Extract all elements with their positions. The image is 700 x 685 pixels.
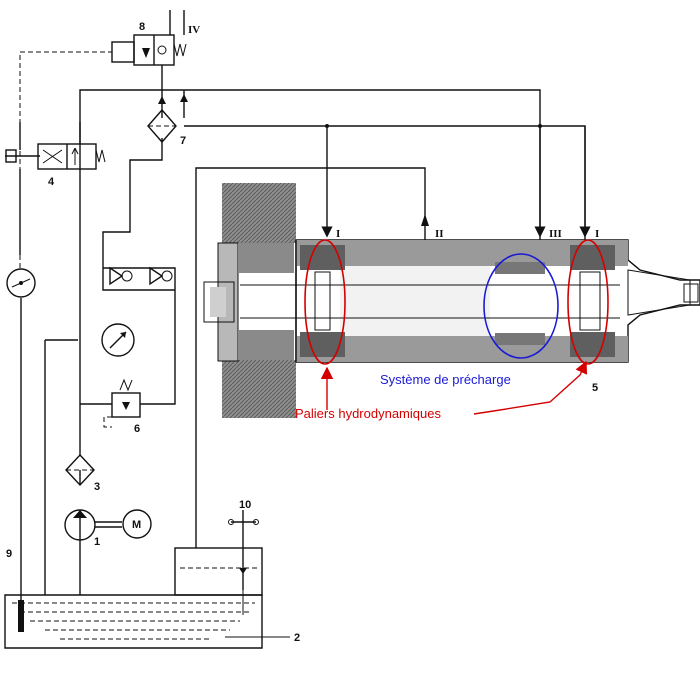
motor-label: M bbox=[132, 519, 141, 531]
oil-tank bbox=[4, 594, 290, 649]
roman-i-right: I bbox=[595, 228, 599, 240]
label-3: 3 bbox=[94, 481, 100, 493]
pressure-gauge bbox=[101, 323, 135, 357]
label-5: 5 bbox=[592, 382, 598, 394]
label-7: 7 bbox=[180, 135, 186, 147]
suction-filter-3 bbox=[65, 453, 95, 487]
label-10: 10 bbox=[239, 499, 251, 511]
annotation-bearings: Paliers hydrodynamiques bbox=[295, 406, 441, 421]
filter-7 bbox=[147, 90, 188, 144]
level-indicator bbox=[18, 575, 24, 632]
label-4: 4 bbox=[48, 176, 55, 188]
pressure-valve-8 bbox=[111, 34, 187, 66]
hydraulic-lines bbox=[19, 10, 591, 595]
annotation-shapes bbox=[304, 239, 609, 415]
label-2: 2 bbox=[294, 632, 300, 644]
roman-ii: II bbox=[435, 228, 444, 240]
roman-i-left: I bbox=[336, 228, 340, 240]
relief-valve-6 bbox=[103, 378, 141, 428]
label-8: 8 bbox=[139, 21, 145, 33]
pump-motor bbox=[64, 509, 152, 541]
roman-iii: III bbox=[549, 228, 562, 240]
label-1: 1 bbox=[94, 536, 100, 548]
drain-reservoir bbox=[174, 510, 263, 615]
directional-valve-4 bbox=[5, 122, 106, 255]
label-6: 6 bbox=[134, 423, 140, 435]
check-valves bbox=[109, 266, 173, 286]
pressure-switch bbox=[6, 268, 36, 298]
annotation-precharge: Système de précharge bbox=[380, 372, 511, 387]
label-9: 9 bbox=[6, 548, 12, 560]
roman-iv: IV bbox=[188, 24, 200, 36]
